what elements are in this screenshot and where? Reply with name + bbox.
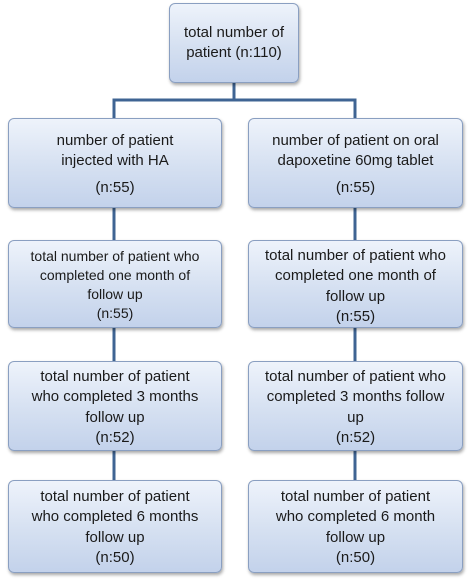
- dapoxetine-box: number of patient on oral dapoxetine 60m…: [248, 118, 463, 208]
- ha-one-month-box: total number of patient who completed on…: [8, 240, 222, 328]
- ha-six-months-box: total number of patient who completed 6 …: [8, 480, 222, 573]
- ha-one-month-count: (n:55): [96, 304, 134, 321]
- dapoxetine-six-months-count: (n:50): [335, 548, 376, 566]
- ha-one-month-label: total number of patient who completed on…: [30, 248, 200, 302]
- dapoxetine-label: number of patient on oral dapoxetine 60m…: [272, 132, 439, 170]
- dapoxetine-three-months-label: total number of patient who completed 3 …: [265, 368, 446, 426]
- total-patients-box: total number of patient (n:110): [169, 3, 299, 83]
- dapoxetine-one-month-label: total number of patient who completed on…: [265, 247, 446, 305]
- ha-six-months-label: total number of patient who completed 6 …: [31, 488, 199, 546]
- ha-three-months-count: (n:52): [95, 428, 135, 446]
- ha-three-months-box: total number of patient who completed 3 …: [8, 361, 222, 451]
- ha-injection-box: number of patient injected with HA (n:55…: [8, 118, 222, 208]
- ha-injection-count: (n:55): [95, 178, 135, 196]
- dapoxetine-count: (n:55): [335, 178, 376, 196]
- dapoxetine-six-months-label: total number of patient who completed 6 …: [275, 488, 436, 546]
- dapoxetine-one-month-count: (n:55): [335, 307, 376, 325]
- total-patients-label: total number of patient (n:110): [183, 23, 285, 61]
- dapoxetine-one-month-box: total number of patient who completed on…: [248, 240, 463, 328]
- dapoxetine-six-months-box: total number of patient who completed 6 …: [248, 480, 463, 573]
- dapoxetine-three-months-count: (n:52): [335, 428, 376, 446]
- ha-injection-label: number of patient injected with HA: [56, 132, 174, 170]
- ha-six-months-count: (n:50): [95, 548, 135, 566]
- ha-three-months-label: total number of patient who completed 3 …: [31, 368, 199, 426]
- dapoxetine-three-months-box: total number of patient who completed 3 …: [248, 361, 463, 451]
